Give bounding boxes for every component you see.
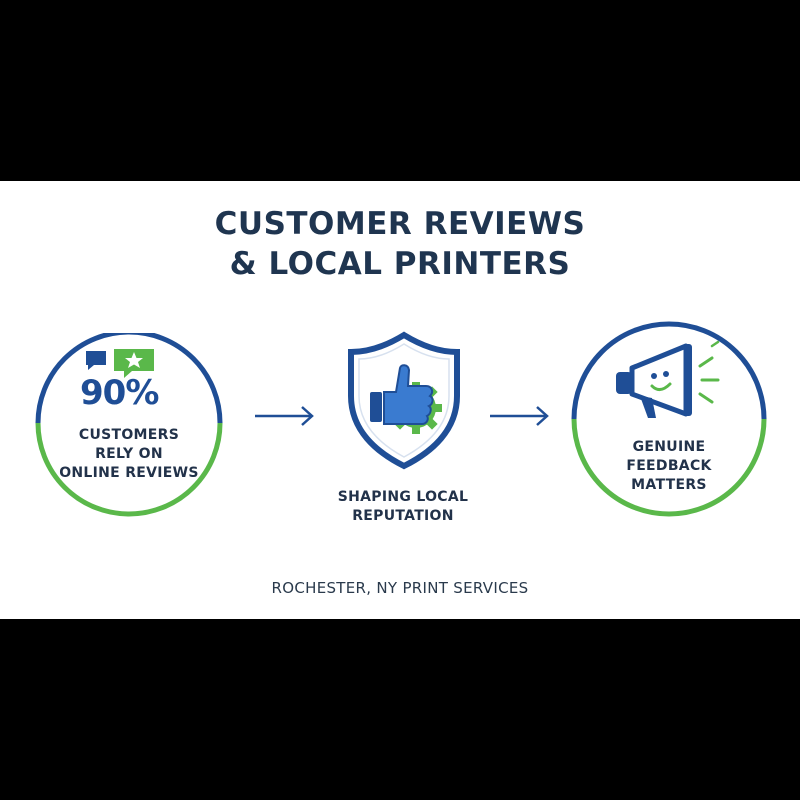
caption-line: FEEDBACK [626,458,712,474]
arrow-right-icon [490,406,549,426]
step-shaping-local-reputation: SHAPING LOCAL REPUTATION [318,330,488,530]
step-customers-rely-on-reviews: 90% CUSTOMERS RELY ON ONLINE REVIEWS [30,333,228,519]
caption-line: REPUTATION [352,508,454,524]
step-genuine-feedback-matters: GENUINE FEEDBACK MATTERS [570,320,768,518]
title-line-2: & LOCAL PRINTERS [229,246,571,282]
caption-line: GENUINE [632,439,706,455]
title-line-1: CUSTOMER REVIEWS [214,206,586,242]
arrow-right-icon [255,406,314,426]
caption-step-2: SHAPING LOCAL REPUTATION [318,488,488,526]
megaphone-smile-icon [616,340,720,418]
caption-line: SHAPING LOCAL [337,489,469,505]
split-ring [35,333,223,517]
caption-line: MATTERS [631,477,707,493]
caption-step-1: CUSTOMERS RELY ON ONLINE REVIEWS [50,426,208,483]
caption-line: RELY ON [95,446,163,462]
caption-step-3: GENUINE FEEDBACK MATTERS [590,438,748,495]
split-ring [571,321,767,517]
footer-location: ROCHESTER, NY PRINT SERVICES [271,579,529,597]
stat-percentage: 90% [80,373,159,413]
page-title: CUSTOMER REVIEWS & LOCAL PRINTERS [0,204,800,284]
review-chat-bubbles-icon [86,349,154,378]
caption-line: CUSTOMERS [78,427,180,443]
shield-thumbs-up-gear-icon [348,331,460,470]
caption-line: ONLINE REVIEWS [59,465,199,481]
